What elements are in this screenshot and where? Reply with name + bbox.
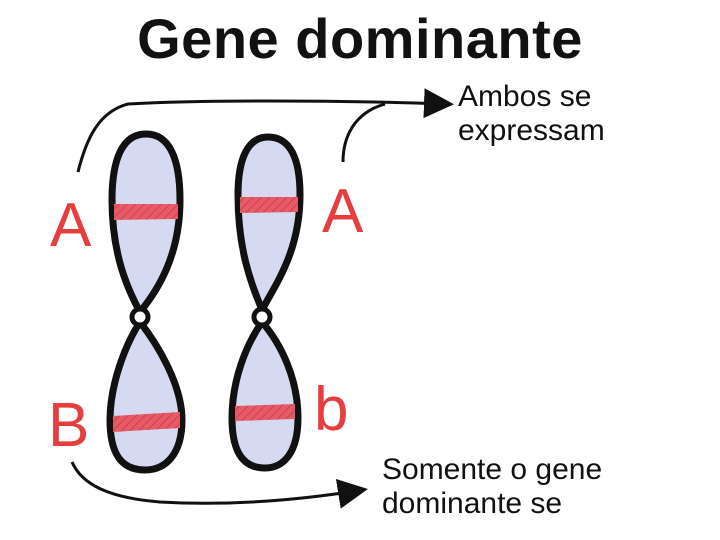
- allele-right-bottom: b: [314, 375, 348, 444]
- note-top-line-2: expressam: [458, 114, 605, 147]
- left-chromosome-upper-arm: [108, 130, 184, 316]
- left-chromosome-lower-arm: [106, 318, 186, 474]
- right-lower-band: [235, 404, 295, 421]
- note-bottom-line-2: dominante se: [382, 487, 563, 520]
- left-upper-band: [114, 204, 178, 220]
- diagram-title: Gene dominante: [137, 7, 583, 70]
- right-chromosome: [228, 133, 304, 472]
- bottom-arrow-line: [70, 461, 368, 509]
- right-chromosome-lower-arm: [228, 318, 302, 472]
- right-centromere: [251, 306, 273, 328]
- top-arrow-branch: [341, 102, 386, 163]
- allele-right-top: A: [322, 177, 364, 246]
- left-centromere: [129, 306, 151, 328]
- top-arrow-line: [76, 88, 454, 173]
- allele-left-top: A: [50, 191, 92, 260]
- left-lower-band: [113, 412, 180, 432]
- note-both-expressed: Ambos se expressam: [458, 80, 605, 148]
- right-chromosome-upper-arm: [234, 133, 304, 314]
- allele-left-bottom: B: [48, 391, 89, 460]
- note-top-line-1: Ambos se: [458, 80, 592, 113]
- right-upper-band: [240, 197, 298, 213]
- note-bottom-line-1: Somente o gene: [382, 453, 603, 486]
- left-chromosome: [106, 130, 186, 474]
- note-only-dominant: Somente o gene dominante se: [382, 453, 602, 521]
